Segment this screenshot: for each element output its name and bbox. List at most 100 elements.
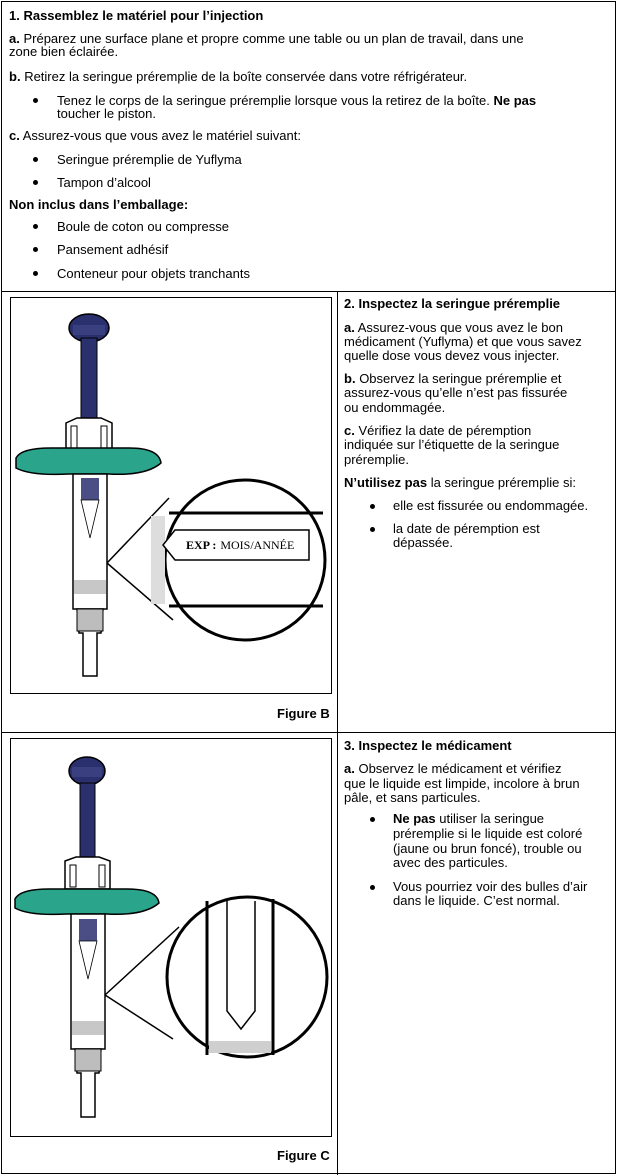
expiry-label-value: MOIS/ANNÉE <box>220 538 294 552</box>
step-1c-label: c. <box>9 128 20 143</box>
figure-c-box <box>10 738 332 1137</box>
bullet-bold: Ne pas <box>393 811 436 826</box>
cap-grip <box>74 1048 102 1072</box>
cap-grip <box>76 608 104 632</box>
liquid-shade <box>74 580 106 594</box>
step-2c-label: c. <box>344 423 355 438</box>
bullet-dot <box>370 817 375 822</box>
grip-clip-right <box>98 864 106 888</box>
grip-clip-left <box>70 425 78 449</box>
column-divider <box>337 292 338 732</box>
grip-clip-left <box>69 864 77 888</box>
figure-b-label: Figure B <box>277 706 330 721</box>
list-item: Conteneur pour objets tranchants <box>57 266 250 281</box>
list-item: Boule de coton ou compresse <box>57 219 229 234</box>
bullet-dot <box>33 271 38 276</box>
step-1a-text-1: Préparez une surface plane et propre com… <box>23 31 524 46</box>
green-flange <box>15 447 162 476</box>
zoom-line <box>104 926 180 996</box>
bullet-dot <box>33 98 38 103</box>
bullet-text: (jaune ou brun foncé), trouble ou <box>393 841 582 856</box>
graduation-marks <box>151 516 165 604</box>
zoom-line <box>104 994 174 1040</box>
step-2b-text: Observez la seringue préremplie et <box>359 371 562 386</box>
step-1b-bullet-bold: Ne pas <box>493 93 537 108</box>
step-1b-bullet-line-2: toucher le piston. <box>57 106 157 121</box>
plunger-head-band <box>73 325 105 335</box>
step-1b-label: b. <box>9 69 21 84</box>
plunger-head-band <box>72 767 102 777</box>
inner-tip-zoom <box>226 901 256 1031</box>
bullet-dot <box>370 885 375 890</box>
step-2c-text: préremplie. <box>344 452 410 467</box>
step-3a-text: Observez le médicament et vérifiez <box>358 761 562 776</box>
bullet-dot <box>33 224 38 229</box>
step-1c-text: Assurez-vous que vous avez le matériel s… <box>22 128 301 143</box>
step-2a-text: Assurez-vous que vous avez le bon <box>357 320 563 335</box>
list-item: Pansement adhésif <box>57 242 169 257</box>
list-item: Tampon d’alcool <box>57 175 151 190</box>
list-item: Seringue préremplie de Yuflyma <box>57 152 242 167</box>
warning-bullet: elle est fissurée ou endommagée. <box>393 498 589 513</box>
zoom-line <box>106 497 170 564</box>
step-3a-text: que le liquide est limpide, incolore à b… <box>344 776 580 791</box>
bullet-dot <box>33 180 38 185</box>
step-2-row: EXP : MOIS/ANNÉE Figure B 2. Inspectez la… <box>2 292 615 733</box>
bullet-text: Vous pourriez voir des bulles d’air <box>393 879 588 894</box>
step-1b-line: b. Retirez la seringue préremplie de la … <box>9 69 467 84</box>
step-3-title: 3. Inspectez le médicament <box>344 738 512 753</box>
warning-bold: N’utilisez pas <box>344 475 428 490</box>
expiry-label-text: EXP : MOIS/ANNÉE <box>186 538 294 552</box>
expiry-label-shape <box>162 529 310 561</box>
step-2a-text: quelle dose vous devez vous injecter. <box>344 348 560 363</box>
bullet-text: préremplie si le liquide est coloré <box>393 826 583 841</box>
warning-text: la seringue préremplie si: <box>430 475 576 490</box>
step-1c-line: c. Assurez-vous que vous avez le matérie… <box>9 128 301 143</box>
bullet-dot <box>370 504 375 509</box>
liquid-shade <box>72 1021 104 1035</box>
step-1-title: 1. Rassemblez le matériel pour l’injecti… <box>9 8 264 23</box>
step-2a-text: médicament (Yuflyma) et que vous savez <box>344 334 582 349</box>
step-1a-text-2: zone bien éclairée. <box>9 44 119 59</box>
step-2b-text: ou endommagée. <box>344 400 446 415</box>
step-2c-text: Vérifiez la date de péremption <box>358 423 532 438</box>
step-2b-label: b. <box>344 371 356 386</box>
stopper <box>79 919 97 941</box>
bullet-dot <box>33 157 38 162</box>
step-1b-text: Retirez la seringue préremplie de la boî… <box>24 69 468 84</box>
figure-c-label: Figure C <box>277 1148 330 1163</box>
step-2-warning: N’utilisez pas la seringue préremplie si… <box>344 475 576 490</box>
step-3-bullet-1: Ne pas utiliser la seringue <box>393 811 544 826</box>
inner-tip <box>80 499 100 539</box>
bullet-text: avec des particules. <box>393 855 508 870</box>
step-1b-bullet-text: Tenez le corps de la seringue préremplie… <box>57 93 490 108</box>
step-2c-line-1: c. Vérifiez la date de péremption <box>344 423 531 438</box>
bullet-text: dans le liquide. C’est normal. <box>393 893 560 908</box>
syringe-illustration-b: EXP : MOIS/ANNÉE <box>15 313 327 677</box>
step-2a-line-1: a. Assurez-vous que vous avez le bon <box>344 320 563 335</box>
bullet-text: utiliser la seringue <box>439 811 545 826</box>
inner-tip <box>78 940 98 980</box>
step-2-title: 2. Inspectez la seringue préremplie <box>344 296 561 311</box>
stopper <box>81 478 99 500</box>
step-2c-text: indiquée sur l’étiquette de la seringue <box>344 437 560 452</box>
step-2b-text: assurez-vous qu’elle n’est pas fissurée <box>344 385 568 400</box>
figure-b-box: EXP : MOIS/ANNÉE <box>10 297 332 694</box>
step-1a-label: a. <box>9 31 20 46</box>
not-included-title: Non inclus dans l’emballage: <box>9 197 189 212</box>
step-1b-bullet-line-1: Tenez le corps de la seringue préremplie… <box>57 93 536 108</box>
bullet-dot <box>370 527 375 532</box>
warning-bullet: la date de péremption est <box>393 521 540 536</box>
zoom-line <box>106 562 174 621</box>
column-divider <box>337 733 338 1175</box>
step-1-row: 1. Rassemblez le matériel pour l’injecti… <box>2 2 615 292</box>
green-flange <box>14 888 160 916</box>
expiry-label-bold: EXP : <box>186 538 216 552</box>
bullet-dot <box>33 247 38 252</box>
warning-bullet: dépassée. <box>393 535 453 550</box>
step-3a-label: a. <box>344 761 355 776</box>
step-3-row: Figure C 3. Inspectez le médicament a. O… <box>2 733 615 1175</box>
step-3a-line-1: a. Observez le médicament et vérifiez <box>344 761 562 776</box>
step-2b-line-1: b. Observez la seringue préremplie et <box>344 371 562 386</box>
